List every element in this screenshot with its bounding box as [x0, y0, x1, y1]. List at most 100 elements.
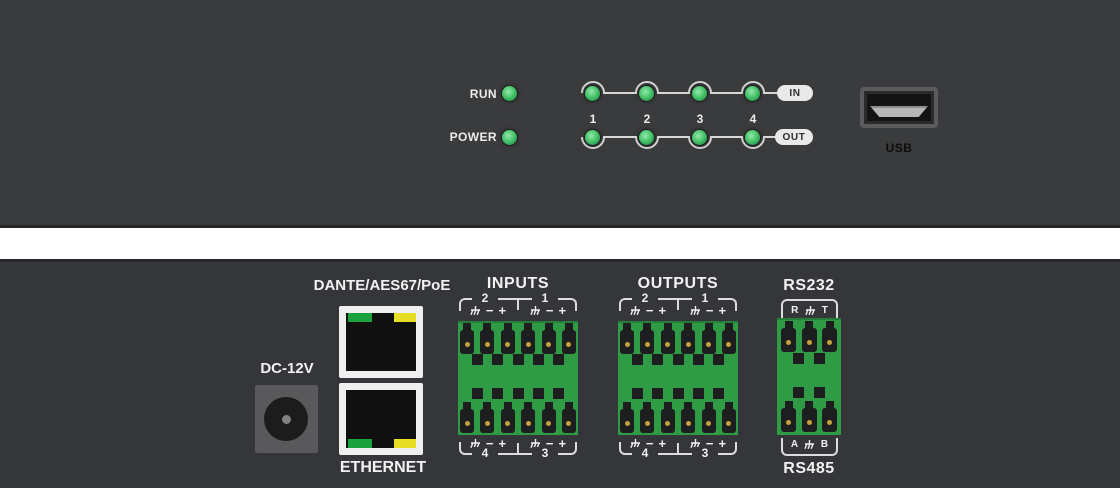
outputs-terminal-block: OUTPUTS 2 1 − + − +: [618, 276, 738, 463]
wire-slot: [632, 388, 643, 399]
channel-number: 2: [632, 292, 658, 305]
ground-icon: [630, 306, 640, 316]
terminal-plug: [561, 402, 576, 433]
inputs-euroblock: [458, 321, 578, 435]
ground-icon: [804, 306, 815, 316]
plus-symbol: +: [658, 435, 667, 451]
terminal-plug: [500, 402, 515, 433]
screw-dot: [464, 421, 470, 426]
screw-dot: [644, 421, 650, 426]
terminal-plug-row: [460, 323, 576, 354]
channel-number-3: 3: [696, 112, 704, 126]
terminal-plug: [640, 402, 655, 433]
wire-slot: [692, 354, 704, 365]
channel-number: 4: [632, 447, 658, 460]
screw-dot: [546, 342, 552, 347]
ground-icon: [470, 438, 480, 448]
wire-slot: [492, 388, 504, 399]
usb-label: USB: [885, 141, 913, 155]
screw-dot: [484, 421, 490, 426]
screw-dot: [726, 421, 732, 426]
channel-number: 1: [692, 292, 718, 305]
dante-rj45-port: [339, 306, 423, 378]
terminal-plug: [500, 323, 515, 354]
out-led-4: [745, 130, 760, 145]
channel-number-2: 2: [643, 112, 651, 126]
rj45-socket: [346, 313, 416, 371]
ground-icon: [470, 306, 480, 316]
screw-dot: [566, 421, 572, 426]
wire-slot: [472, 388, 483, 399]
wire-slot: [672, 388, 684, 399]
screw-dot: [525, 421, 531, 426]
minus-symbol: −: [705, 303, 714, 318]
dante-port-label: DANTE/AES67/PoE: [313, 277, 451, 294]
screw-dot: [706, 421, 712, 426]
in-badge: IN: [777, 85, 813, 101]
pin-symbols: − +: [518, 304, 578, 318]
terminal-plug: [521, 323, 536, 354]
wire-slot: [553, 388, 564, 399]
wire-slot: [793, 387, 804, 398]
out-led-1: [585, 130, 600, 145]
channel-number-1: 1: [589, 112, 597, 126]
minus-symbol: −: [545, 303, 554, 318]
in-led-2: [639, 86, 654, 101]
ground-icon: [530, 438, 540, 448]
screw-dot: [505, 421, 511, 426]
rs485-title: RS485: [783, 460, 835, 477]
wire-slot: [814, 387, 825, 398]
terminal-plug: [822, 321, 837, 352]
plus-symbol: +: [498, 435, 507, 451]
screw-dot: [566, 342, 572, 347]
wire-slot: [512, 388, 524, 399]
terminal-plug: [541, 323, 556, 354]
pin-symbols: − +: [458, 437, 518, 450]
screw-dot: [484, 342, 490, 347]
plus-symbol: +: [498, 303, 507, 318]
pin-symbols: − +: [678, 437, 738, 450]
channel-divider: [677, 298, 679, 310]
screw-dot: [827, 420, 832, 425]
wire-slot-row: [632, 354, 724, 365]
ground-icon: [804, 439, 814, 449]
out-led-2: [639, 130, 654, 145]
serial-euroblock: [777, 318, 841, 435]
channel-divider: [677, 443, 679, 455]
led-link-lines: [581, 81, 778, 149]
screw-dot: [624, 342, 630, 347]
terminal-plug: [681, 402, 696, 433]
screw-dot: [624, 421, 630, 426]
screw-dot: [806, 340, 812, 345]
wire-slot-row: [793, 353, 825, 364]
activity-led-yellow: [394, 313, 416, 322]
in-led-1: [585, 86, 600, 101]
rs485-pin-labels: A B: [781, 438, 838, 456]
screw-dot: [685, 342, 691, 347]
wire-slot: [793, 353, 804, 364]
screw-dot: [827, 340, 832, 345]
wire-slot: [532, 388, 544, 399]
screw-dot: [726, 342, 732, 347]
activity-led-yellow: [394, 439, 416, 448]
wire-slot: [553, 354, 564, 365]
wire-slot: [672, 354, 684, 365]
run-label: RUN: [469, 87, 497, 101]
power-led: [502, 130, 517, 145]
terminal-plug: [721, 323, 736, 354]
in-led-4: [745, 86, 760, 101]
screw-dot: [786, 420, 791, 425]
minus-symbol: −: [545, 435, 554, 451]
rs485-pin-b: B: [820, 438, 829, 450]
wire-slot: [652, 354, 664, 365]
terminal-plug-row: [781, 321, 837, 352]
channel-divider: [517, 443, 519, 455]
dc-power-jack: [255, 385, 318, 453]
wire-slot: [713, 388, 724, 399]
wire-slot: [632, 354, 643, 365]
screw-dot: [786, 340, 791, 345]
run-led: [502, 86, 517, 101]
terminal-plug: [460, 323, 474, 354]
wire-slot: [532, 354, 544, 365]
terminal-plug: [822, 401, 837, 432]
